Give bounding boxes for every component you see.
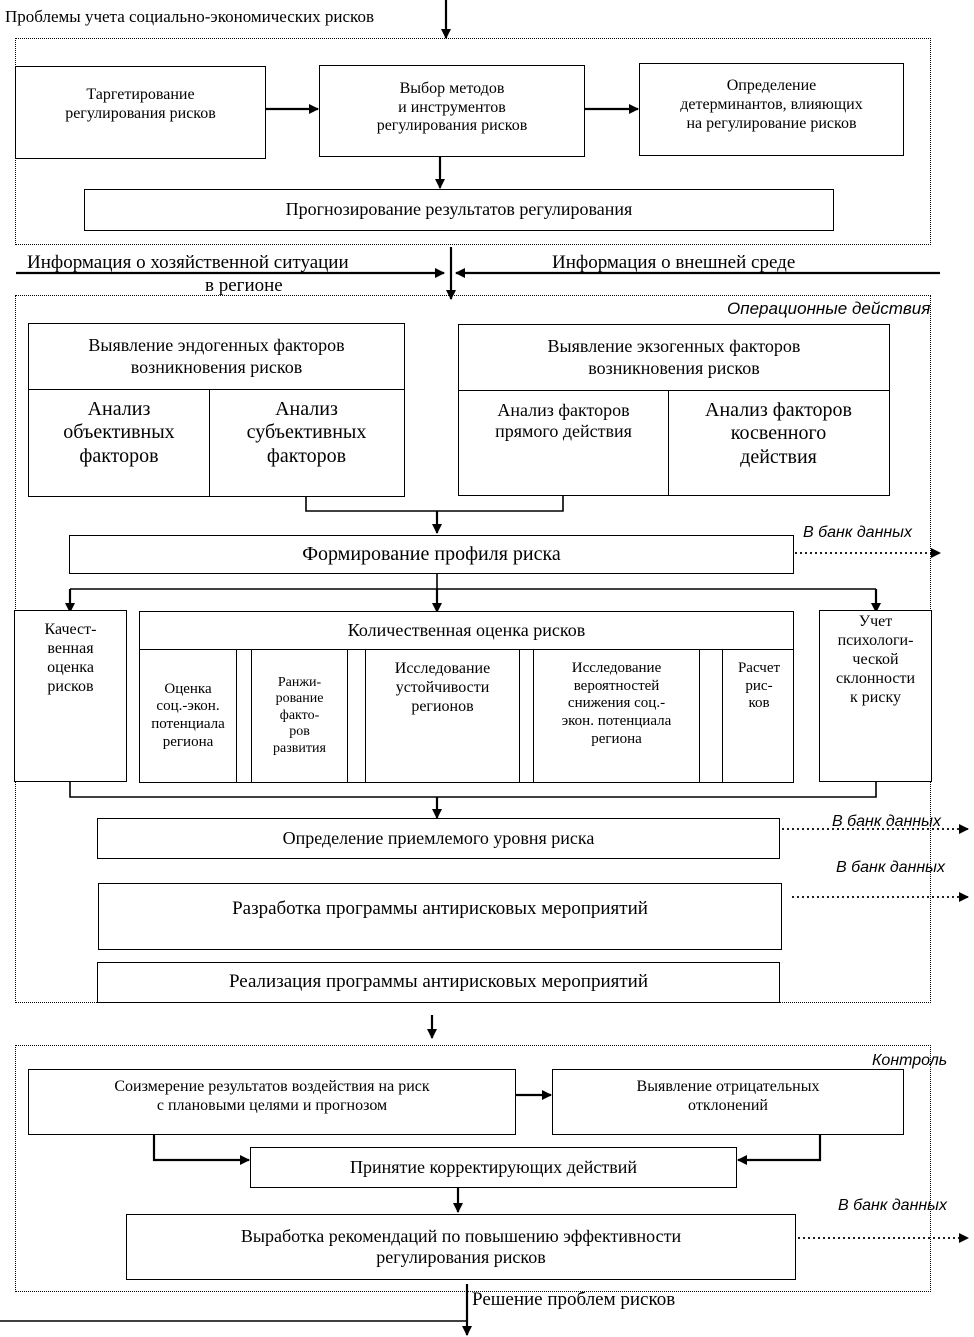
deviations-box: Выявление отрицательных отклонений bbox=[552, 1069, 904, 1135]
endogenous-factors-box: Выявление эндогенных факторов возникнове… bbox=[28, 323, 405, 497]
recommendations-box: Выработка рекомендаций по повышению эффе… bbox=[126, 1214, 796, 1280]
endogenous-factors-title: Выявление эндогенных факторов возникнове… bbox=[29, 324, 404, 390]
potential-assessment-cell: Оценка соц.-экон. потенциала региона bbox=[140, 650, 237, 782]
acceptable-level-box: Определение приемлемого уровня риска bbox=[97, 818, 780, 859]
databank-label-4: В банк данных bbox=[838, 1197, 947, 1214]
info-local-label-2: в регионе bbox=[205, 275, 283, 296]
ranking-factors-cell: Ранжи- рование факто- ров развития bbox=[251, 650, 348, 782]
solution-label: Решение проблем рисков bbox=[472, 1289, 676, 1310]
methods-box: Выбор методов и инструментов регулирован… bbox=[319, 65, 585, 157]
control-section-label: Контроль bbox=[872, 1052, 948, 1069]
subjective-factors-cell: Анализ субъективных факторов bbox=[246, 397, 367, 467]
databank-label-2: В банк данных bbox=[832, 813, 941, 830]
databank-label-3: В банк данных bbox=[836, 859, 945, 876]
exogenous-factors-title: Выявление экзогенных факторов возникнове… bbox=[459, 325, 889, 391]
info-external-label: Информация о внешней среде bbox=[552, 252, 796, 273]
stability-research-cell: Исследование устойчивости регионов bbox=[365, 650, 520, 782]
quantitative-assessment-title: Количественная оценка рисков bbox=[140, 612, 793, 650]
direct-factors-cell: Анализ факторов прямого действия bbox=[459, 391, 669, 495]
determinants-box: Определение детерминантов, влияющих на р… bbox=[639, 63, 904, 156]
info-local-label: Информация о хозяйственной ситуации bbox=[27, 252, 349, 273]
control-frame bbox=[15, 1045, 931, 1292]
indirect-factors-cell: Анализ факторов косвенного действия bbox=[705, 398, 852, 468]
qualitative-assessment-box: Качест- венная оценка рисков bbox=[14, 610, 127, 782]
program-development-box: Разработка программы антирисковых меропр… bbox=[98, 883, 782, 950]
operational-section-label: Операционные действия bbox=[727, 299, 931, 318]
exogenous-factors-box: Выявление экзогенных факторов возникнове… bbox=[458, 324, 890, 496]
forecasting-box: Прогнозирование результатов регулировани… bbox=[84, 189, 834, 231]
targeting-box: Таргетирование регулирования рисков bbox=[15, 66, 266, 159]
comparison-box: Соизмерение результатов воздействия на р… bbox=[28, 1069, 516, 1135]
quantitative-assessment-box: Количественная оценка рисков Оценка соц.… bbox=[139, 611, 794, 783]
program-implementation-box: Реализация программы антирисковых меропр… bbox=[97, 962, 780, 1003]
risk-profile-box: Формирование профиля риска bbox=[69, 535, 794, 574]
problems-label: Проблемы учета социально-экономических р… bbox=[5, 7, 374, 26]
probabilities-research-cell: Исследование вероятностей снижения соц.-… bbox=[533, 650, 700, 782]
objective-factors-cell: Анализ объективных факторов bbox=[29, 390, 210, 496]
corrective-actions-box: Принятие корректирующих действий bbox=[250, 1147, 737, 1188]
psychological-box: Учет психологи- ческой склонности к риск… bbox=[819, 610, 932, 782]
databank-label-1: В банк данных bbox=[803, 524, 912, 541]
risk-calculation-cell: Расчет рис- ков bbox=[722, 650, 795, 782]
